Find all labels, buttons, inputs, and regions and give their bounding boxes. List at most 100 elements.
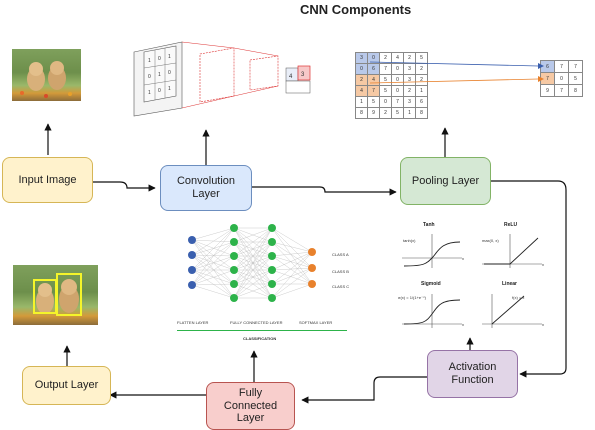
pooling-output-cell: 0 <box>554 72 569 85</box>
network-class-label-a: CLASS A <box>332 252 349 257</box>
pooling-output-cell: 5 <box>568 72 583 85</box>
feature-map-value-2: 3 <box>301 72 305 78</box>
pooling-grid-cell: 0 <box>379 96 392 108</box>
network-connection <box>191 241 235 271</box>
kernel-value: 0 <box>158 56 161 62</box>
pooling-mapping-arrows <box>370 61 544 84</box>
sigmoid-axis-label: x <box>462 322 464 327</box>
pooling-grid-cell: 5 <box>367 96 380 108</box>
tanh-graph <box>402 234 462 268</box>
relu-graph <box>482 234 542 268</box>
network-connection <box>271 283 313 299</box>
network-connection <box>191 239 235 271</box>
network-class-label-b: CLASS B <box>332 269 349 274</box>
network-connection <box>271 251 313 285</box>
pooling-output-cell: 7 <box>554 84 569 97</box>
network-connection <box>271 251 313 299</box>
network-neuron <box>308 280 316 288</box>
pooling-grid-cell: 8 <box>415 107 428 119</box>
network-connection <box>191 255 235 271</box>
tanh-formula: tanh(x) <box>403 238 416 243</box>
network-neuron <box>188 266 196 274</box>
pooling-grid-cell: 1 <box>403 107 416 119</box>
network-connection <box>233 227 273 299</box>
neural-network-illustration <box>188 224 316 302</box>
arrow-pooling-to-activation <box>491 180 567 378</box>
kernel-value: 1 <box>168 54 171 60</box>
network-connection <box>191 269 235 286</box>
diagram-title: CNN Components <box>300 2 412 17</box>
network-connection <box>191 239 235 243</box>
kernel-value: 1 <box>168 86 171 92</box>
pooling-grid-cell: 6 <box>415 96 428 108</box>
network-connection <box>191 241 235 256</box>
network-connection <box>191 255 235 286</box>
network-connection <box>271 227 313 269</box>
network-connection <box>191 241 235 286</box>
output-layer-box: Output Layer <box>22 366 111 405</box>
network-connection <box>191 254 235 271</box>
fully-connected-layer-box: Fully Connected Layer <box>206 382 295 430</box>
kernel-value: 0 <box>158 88 161 94</box>
relu-title: ReLU <box>504 222 518 228</box>
network-connection <box>233 255 273 299</box>
kernel-value: 1 <box>148 58 151 64</box>
pooling-output-cell: 6 <box>540 60 555 73</box>
convolution-layer-box: Convolution Layer <box>160 165 252 211</box>
sigmoid-graph <box>402 294 462 328</box>
output-dog-photo <box>13 265 98 325</box>
network-connection <box>191 269 235 285</box>
network-connection <box>191 269 235 299</box>
network-connection <box>271 241 313 285</box>
tanh-axis-label: x <box>462 256 464 261</box>
network-connection <box>271 255 313 269</box>
pooling-grid-cell: 0 <box>355 63 368 75</box>
pooling-layer-box: Pooling Layer <box>400 157 491 205</box>
pooling-grid-cell: 8 <box>355 107 368 119</box>
kernel-value: 0 <box>148 74 151 80</box>
network-connection <box>191 227 235 271</box>
network-connection <box>271 267 313 299</box>
classification-caption: CLASSIFICATION <box>243 336 277 341</box>
network-connection <box>191 254 235 257</box>
pooling-grid-cell: 1 <box>355 96 368 108</box>
network-connection <box>233 283 273 299</box>
network-connection <box>191 254 235 299</box>
pooling-layer-label: Pooling Layer <box>411 174 480 187</box>
network-neuron <box>188 281 196 289</box>
linear-formula: f(x) = x <box>512 295 525 300</box>
network-connection <box>271 251 313 257</box>
network-neuron <box>230 294 238 302</box>
network-connection <box>233 227 273 257</box>
input-dog-photo <box>12 49 81 101</box>
linear-title: Linear <box>502 281 518 287</box>
network-neuron <box>188 251 196 259</box>
network-connection <box>191 227 235 286</box>
input-image-label: Input Image <box>18 173 77 186</box>
sigmoid-title: Sigmoid <box>421 281 441 287</box>
network-connection <box>191 239 235 285</box>
feature-map-value-1: 4 <box>289 74 293 80</box>
network-connection <box>271 267 313 271</box>
network-connection <box>233 227 273 271</box>
convolution-layer-label: Convolution Layer <box>176 175 236 200</box>
network-neuron <box>188 236 196 244</box>
network-connection <box>191 227 235 256</box>
flatten-layer-label: FLATTEN LAYER <box>177 320 209 325</box>
activation-function-box: Activation Function <box>427 350 518 398</box>
network-neuron <box>308 248 316 256</box>
network-connection <box>191 239 235 299</box>
pooling-grid-cell: 9 <box>367 107 380 119</box>
pooling-grid-cell: 2 <box>379 107 392 119</box>
kernel-value: 0 <box>168 70 171 76</box>
pooling-grid-cell: 3 <box>355 52 368 64</box>
network-connection <box>271 241 313 253</box>
arrow-activation-to-fc <box>301 376 427 404</box>
